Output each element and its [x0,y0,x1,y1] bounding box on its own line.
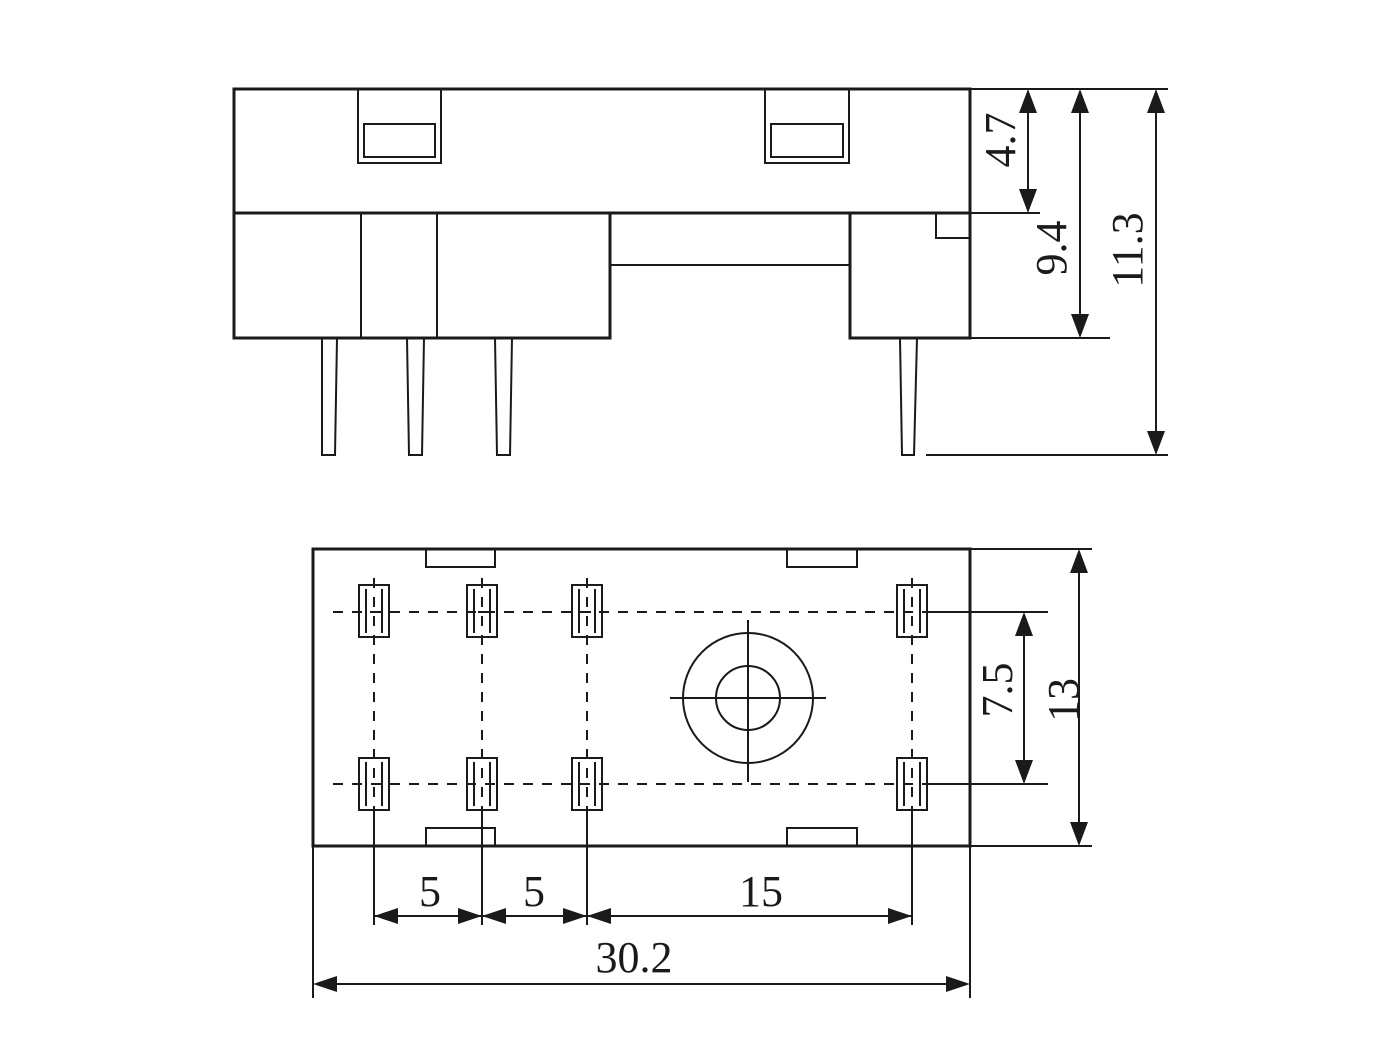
bottom-outline [311,547,972,848]
dim-length: 30.2 [313,933,970,992]
pin-pad [571,584,603,638]
dim-pitch-row: 5 5 15 [374,867,912,924]
dim-pitch-3-label: 15 [739,867,783,916]
dim-body-height-label: 9.4 [1027,221,1076,276]
side-clip-left [357,89,442,164]
side-extension-lines [926,88,1168,456]
bottom-clips [425,549,858,846]
dim-width-label: 13 [1039,678,1088,722]
bottom-pin-pads [358,584,928,811]
dim-body-height: 9.4 [1027,89,1089,338]
bottom-view: 7.5 13 5 5 15 [311,547,1092,998]
dim-total-height: 11.3 [1103,89,1165,455]
dim-width: 13 [1039,549,1088,846]
side-view: 4.7 9.4 11.3 [232,87,1168,456]
side-pins [321,337,918,456]
dim-top-height: 4.7 [976,89,1037,213]
dim-length-label: 30.2 [596,933,673,982]
side-lower-body [232,213,972,340]
dim-pitch-2-label: 5 [523,867,545,916]
bottom-right-extension-lines [927,548,1092,847]
pin-pad [466,584,498,638]
dim-row-spacing-label: 7.5 [973,663,1022,718]
bottom-extension-lines [312,810,971,998]
dim-pitch-1-label: 5 [419,867,441,916]
dim-total-height-label: 11.3 [1103,212,1152,287]
side-upper-body [232,87,972,215]
pin-pad [358,584,390,638]
dim-row-spacing: 7.5 [973,612,1033,784]
side-clip-right [764,89,850,164]
dim-top-height-label: 4.7 [976,113,1025,168]
bottom-centerlines [333,578,948,820]
center-hole [670,620,826,782]
